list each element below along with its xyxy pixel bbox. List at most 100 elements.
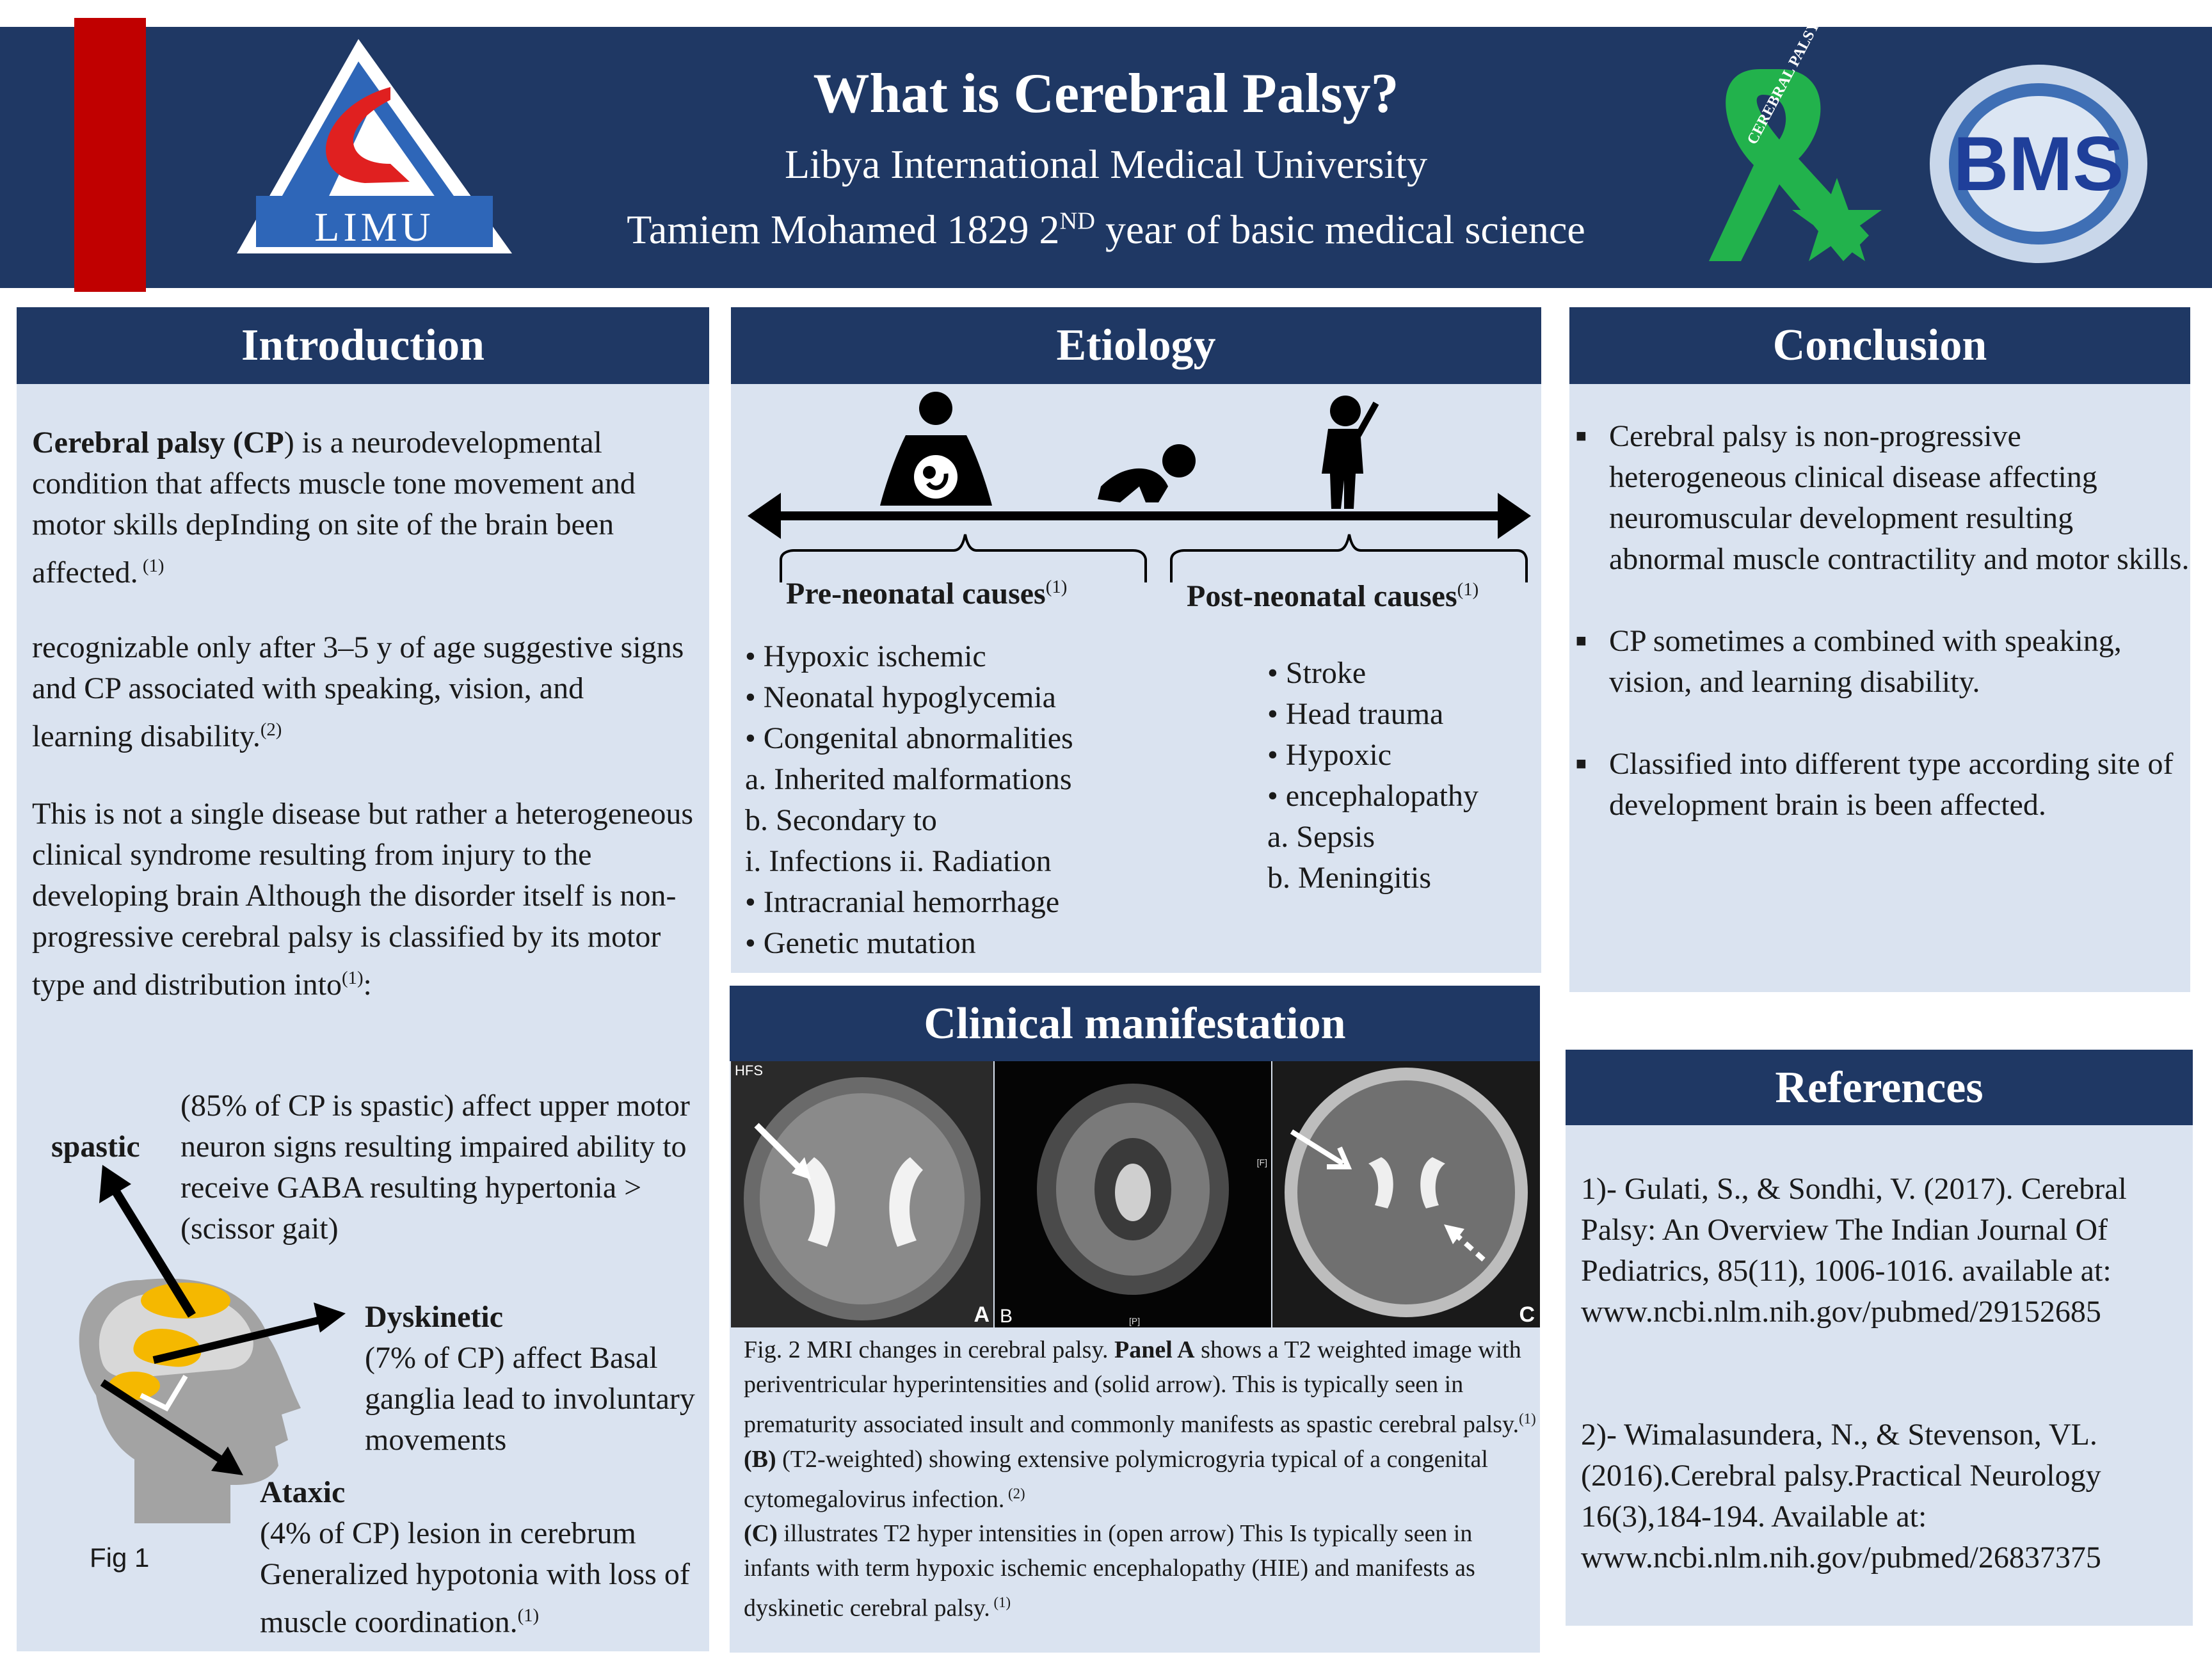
caption-a-ref: (1): [1519, 1411, 1536, 1427]
dyskinetic-description: (7% of CP) affect Basal ganglia lead to …: [365, 1341, 695, 1457]
intro-p3-ref: (1): [341, 968, 364, 988]
bms-logo: BMS: [1927, 61, 2151, 266]
pre-neonatal-text: Pre-neonatal causes: [786, 577, 1046, 611]
dyskinetic-label: Dyskinetic: [365, 1300, 503, 1334]
limu-logo-text: LIMU: [314, 204, 435, 250]
caption-c-text: illustrates T2 hyper intensities in (ope…: [744, 1520, 1475, 1622]
intro-p2-ref: (2): [260, 719, 282, 740]
mri-b-mark-f: [F]: [1256, 1157, 1267, 1167]
mri-b-label: B: [1000, 1306, 1013, 1327]
clinical-heading: Clinical manifestation: [730, 986, 1540, 1061]
bullet-square-icon: ■: [1576, 754, 1587, 774]
mri-b-mark-p: [P]: [1129, 1316, 1141, 1326]
conclusion-list: ■ Cerebral palsy is non-progressive hete…: [1576, 416, 2190, 826]
list-item: • Genetic mutation: [745, 926, 976, 960]
conclusion-item-text: Classified into different type according…: [1609, 747, 2174, 822]
caption-b-ref: (2): [1004, 1485, 1025, 1502]
list-item: a. Inherited malformations: [745, 762, 1072, 796]
brain-figure: [38, 1165, 397, 1549]
list-item: ■ Cerebral palsy is non-progressive hete…: [1576, 416, 2190, 580]
list-item: • Congenital abnormalities: [745, 721, 1073, 755]
caption-c-bold: (C): [744, 1520, 778, 1548]
list-item: ■ Classified into different type accordi…: [1576, 744, 2190, 826]
mri-a-tag: HFS: [735, 1062, 763, 1078]
brain-scan-a-icon: [744, 1077, 981, 1320]
reference-2: 2)- Wimalasundera, N., & Stevenson, VL. …: [1581, 1418, 2101, 1575]
author-line: Tamiem Mohamed 1829 2ND year of basic me…: [0, 206, 2212, 253]
caption-a-text: shows a T2 weighted image with periventr…: [744, 1336, 1521, 1438]
reference-1: 1)- Gulati, S., & Sondhi, V. (2017). Cer…: [1581, 1172, 2127, 1329]
intro-paragraph-2: recognizable only after 3–5 y of age sug…: [32, 627, 691, 757]
mri-image-c: C: [1272, 1061, 1540, 1327]
pre-neonatal-ref: (1): [1045, 577, 1068, 597]
head-brain-illustration: [79, 1165, 346, 1523]
list-item: • Head trauma: [1267, 697, 1444, 731]
caption-b-bold: (B): [744, 1445, 776, 1473]
intro-p2-text: recognizable only after 3–5 y of age sug…: [32, 630, 684, 753]
timeline-graphic: [742, 390, 1536, 602]
mri-image-a: HFS A: [731, 1061, 993, 1327]
spastic-description: (85% of CP is spastic) affect upper moto…: [180, 1089, 690, 1246]
caption-a-prefix: Fig. 2 MRI changes in cerebral palsy.: [744, 1336, 1114, 1363]
intro-p3-text: This is not a single disease but rather …: [32, 797, 694, 1002]
brain-scan-b-icon: [1037, 1084, 1229, 1295]
author-suffix: year of basic medical science: [1094, 207, 1585, 252]
caption-a-bold: Panel A: [1114, 1336, 1195, 1363]
author-prefix: Tamiem Mohamed 1829 2: [627, 207, 1060, 252]
brain-scan-c-icon: [1285, 1068, 1528, 1317]
list-item: b. Secondary to: [745, 803, 937, 837]
intro-p3-end: :: [363, 968, 372, 1002]
mri-caption: Fig. 2 MRI changes in cerebral palsy. Pa…: [744, 1333, 1537, 1626]
list-item: • Neonatal hypoglycemia: [745, 680, 1056, 714]
caption-panel-a: Fig. 2 MRI changes in cerebral palsy. Pa…: [744, 1333, 1537, 1442]
list-item: • encephalopathy: [1267, 779, 1479, 813]
bms-letters: BMS: [1953, 121, 2124, 207]
list-item: • Intracranial hemorrhage: [745, 885, 1060, 919]
etiology-panel: [731, 307, 1541, 973]
pre-neonatal-list: • Hypoxic ischemic • Neonatal hypoglycem…: [745, 636, 1155, 964]
ataxic-text: (4% of CP) lesion in cerebrum Generalize…: [260, 1516, 690, 1639]
list-item: ■ CP sometimes a combined with speaking,…: [1576, 621, 2190, 703]
caption-c-ref: (1): [990, 1594, 1011, 1611]
conclusion-item-text: CP sometimes a combined with speaking, v…: [1609, 624, 2122, 699]
references-heading: References: [1566, 1050, 2193, 1125]
bms-seal-icon: [1930, 65, 2147, 263]
ataxic-label: Ataxic: [260, 1475, 346, 1509]
limu-logo: LIMU: [230, 36, 518, 260]
mri-c-label: C: [1519, 1302, 1535, 1327]
mri-image-b: B [F] [P]: [995, 1061, 1271, 1327]
list-item: • Hypoxic ischemic: [745, 639, 986, 673]
mri-a-label: A: [974, 1302, 990, 1327]
conclusion-heading: Conclusion: [1569, 307, 2190, 384]
list-item: a. Sepsis: [1267, 820, 1375, 854]
ataxic-ref: (1): [517, 1605, 540, 1626]
list-item: b. Meningitis: [1267, 861, 1432, 895]
university-name: Libya International Medical University: [784, 141, 1428, 187]
intro-p1-text: ) is a neurodevelopmental condition that…: [32, 426, 636, 589]
intro-paragraph-1: Cerebral palsy (CP) is a neurodevelopmen…: [32, 422, 704, 593]
references-panel: [1566, 1050, 2193, 1626]
timeline-arrow-icon: [748, 392, 1531, 582]
list-item: • Stroke: [1267, 656, 1366, 690]
pre-neonatal-label: Pre-neonatal causes(1): [786, 576, 1067, 611]
post-neonatal-list: • Stroke • Head trauma • Hypoxic • encep…: [1267, 653, 1536, 899]
post-neonatal-ref: (1): [1457, 579, 1479, 600]
conclusion-panel: [1569, 307, 2190, 992]
bullet-square-icon: ■: [1576, 631, 1587, 651]
etiology-heading: Etiology: [731, 307, 1541, 384]
caption-panel-c: (C) illustrates T2 hyper intensities in …: [744, 1516, 1537, 1626]
spastic-label: spastic: [51, 1130, 140, 1164]
bms-logo-text: BMS: [1927, 125, 2151, 202]
fig1-label: Fig 1: [90, 1543, 150, 1573]
caption-panel-b: (B) (T2-weighted) showing extensive poly…: [744, 1442, 1537, 1517]
intro-p1-ref: (1): [138, 556, 164, 576]
bullet-square-icon: ■: [1576, 426, 1587, 446]
post-neonatal-label: Post-neonatal causes(1): [1187, 579, 1479, 614]
introduction-heading: Introduction: [17, 307, 709, 384]
post-neonatal-text: Post-neonatal causes: [1187, 579, 1457, 613]
author-sup: ND: [1059, 207, 1095, 235]
awareness-ribbon-icon: [1709, 69, 1882, 261]
intro-paragraph-3: This is not a single disease but rather …: [32, 794, 698, 1006]
ribbon-logo: CEREBRAL PALSY: [1683, 18, 1901, 274]
intro-cp-bold: Cerebral palsy (CP: [32, 426, 284, 460]
